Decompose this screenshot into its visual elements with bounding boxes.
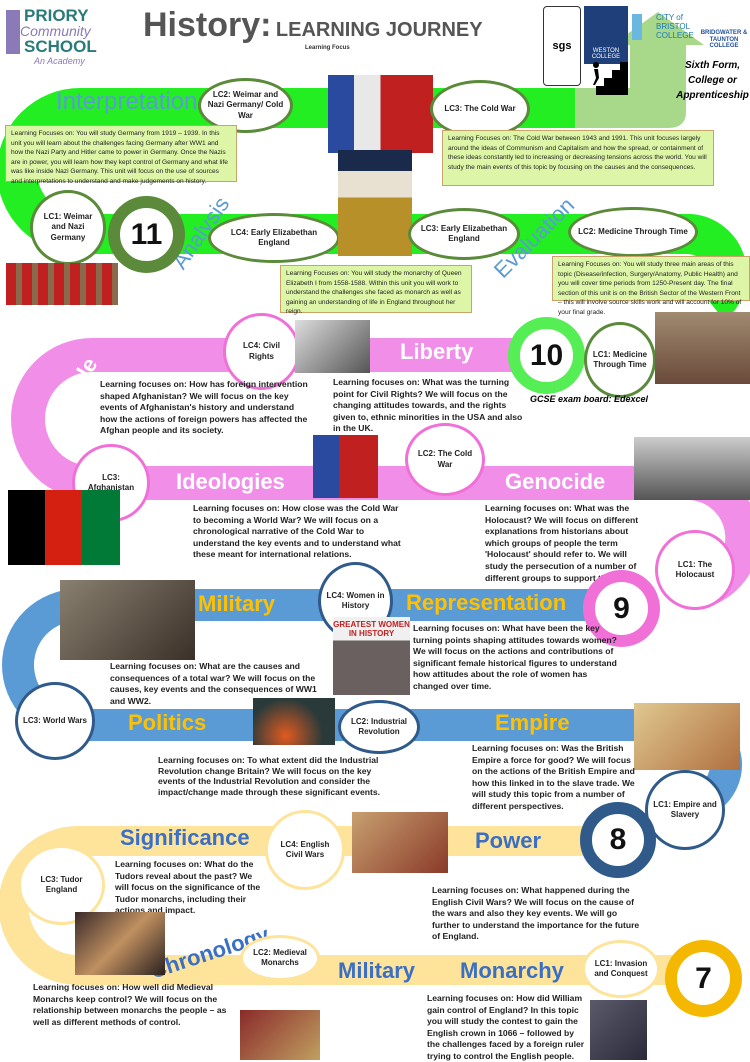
year-7-badge: 7	[665, 940, 742, 1017]
theme-empire: Empire	[495, 710, 570, 735]
page-title: History: LEARNING JOURNEY	[143, 6, 483, 45]
focus-industrial-revolution: Learning focuses on: To what extent did …	[158, 755, 381, 798]
nazi-rally-image	[6, 263, 118, 305]
focus-cold-war-y10: Learning focuses on: How close was the C…	[193, 503, 401, 560]
focus-box-medicine: Learning Focuses on: You will study thre…	[552, 256, 750, 316]
lesson-empire-slavery: LC1: Empire and Slavery	[645, 770, 725, 850]
lesson-medicine-through-time-1: LC1: Medicine Through Time	[584, 322, 656, 398]
school-logo-line3: SCHOOL	[24, 37, 97, 56]
industrial-revolution-image	[253, 698, 335, 745]
lesson-cold-war: LC3: The Cold War	[430, 80, 530, 138]
lesson-civil-rights: LC4: Civil Rights	[223, 313, 300, 390]
focus-tudors: Learning focuses on: What do the Tudors …	[115, 859, 261, 916]
focus-world-wars: Learning focuses on: What are the causes…	[110, 661, 317, 706]
theme-ideologies: Ideologies	[176, 469, 285, 494]
greatest-women-image: GREATEST WOMEN IN HISTORY	[333, 617, 410, 695]
theme-significance: Significance	[120, 825, 250, 850]
school-logo-line1: PRIORY	[24, 6, 89, 25]
focus-afghanistan: Learning focuses on: How has foreign int…	[100, 379, 308, 436]
medieval-monarch-image	[240, 1010, 320, 1060]
lesson-early-elizabethan-4: LC4: Early Elizabethan England	[208, 213, 340, 263]
bridgwater-taunton-logo: BRIDGWATER & TAUNTON COLLEGE	[700, 30, 748, 50]
stairs-icon	[588, 60, 628, 95]
greatest-women-image-text: GREATEST WOMEN IN HISTORY	[333, 620, 410, 638]
theme-monarchy: Monarchy	[460, 958, 564, 983]
learning-focus-label: Learning Focus	[305, 45, 350, 51]
school-logo-line2: Community	[20, 23, 91, 39]
lesson-english-civil-wars: LC4: English Civil Wars	[265, 810, 345, 890]
theme-military-y9: Military	[198, 591, 276, 616]
destination-arrow	[575, 12, 704, 128]
lesson-medieval-monarchs: LC2: Medieval Monarchs	[240, 935, 320, 981]
school-logo: PRIORY Community SCHOOL An Academy	[6, 6, 97, 86]
title-history: History:	[143, 6, 272, 44]
weston-college-logo: WESTON COLLEGE	[584, 6, 628, 64]
focus-empire: Learning focuses on: Was the British Emp…	[472, 743, 635, 811]
lesson-medicine-through-time-2: LC2: Medicine Through Time	[568, 207, 698, 257]
theme-politics: Politics	[128, 710, 207, 735]
medicine-through-time-image	[655, 312, 750, 384]
focus-civil-rights: Learning focuses on: What was the turnin…	[333, 377, 523, 434]
city-of-bristol-logo: CITY of BRISTOL COLLEGE	[632, 13, 698, 41]
lesson-weimar-cold-war: LC2: Weimar and Nazi Germany/ Cold War	[198, 78, 293, 133]
elizabeth-portrait-image	[338, 150, 412, 256]
year-8-badge: 8	[580, 802, 656, 878]
school-logo-line4: An Academy	[34, 56, 85, 66]
lesson-tudor-england: LC3: Tudor England	[18, 845, 105, 925]
lesson-holocaust: LC1: The Holocaust	[655, 530, 735, 610]
cold-war-cartoon-image	[328, 75, 433, 153]
lesson-industrial-revolution: LC2: Industrial Revolution	[338, 700, 420, 754]
year-11-badge: 11	[108, 196, 185, 273]
lesson-early-elizabethan-3: LC3: Early Elizabethan England	[408, 208, 520, 260]
theme-representation: Representation	[406, 590, 567, 615]
cold-war-flags-image	[313, 435, 378, 498]
william-conqueror-image	[590, 1000, 647, 1060]
tudor-monarchs-image	[75, 912, 165, 975]
destination-text: Sixth Form, College or Apprenticeship	[676, 60, 749, 101]
theme-genocide: Genocide	[505, 469, 606, 494]
year-10-badge: 10	[508, 317, 585, 394]
focus-holocaust: Learning focuses on: What was the Holoca…	[485, 503, 639, 583]
ww1-image	[60, 580, 195, 660]
theme-interpretation: Interpretation	[56, 88, 198, 115]
lesson-weimar-nazi-germany: LC1: Weimar and Nazi Germany	[30, 190, 106, 265]
focus-box-cold-war: Learning Focuses on: The Cold War betwee…	[442, 130, 714, 186]
theme-power: Power	[475, 828, 542, 853]
focus-invasion: Learning focuses on: How did William gai…	[427, 993, 585, 1061]
civil-rights-image	[295, 320, 370, 373]
afghanistan-flag-image	[8, 490, 120, 565]
lesson-invasion-conquest: LC1: Invasion and Conquest	[582, 940, 660, 998]
theme-military-y8: Military	[338, 958, 416, 983]
empire-poster-image	[634, 703, 740, 770]
focus-box-germany: Learning Focuses on: You will study Germ…	[5, 125, 237, 185]
exam-board: GCSE exam board: Edexcel	[530, 394, 649, 404]
auschwitz-image	[634, 437, 750, 500]
sgs-logo: sgs	[543, 6, 581, 86]
theme-liberty: Liberty	[400, 339, 474, 364]
focus-civil-wars: Learning focuses on: What happened durin…	[432, 885, 640, 942]
civil-war-image	[352, 812, 448, 873]
focus-women: Learning focuses on: What have been the …	[413, 623, 617, 691]
lesson-cold-war-y10: LC2: The Cold War	[405, 423, 485, 496]
focus-medieval: Learning focuses on: How well did Mediev…	[33, 982, 227, 1027]
lesson-world-wars: LC3: World Wars	[15, 682, 95, 760]
focus-box-elizabeth: Learning Focuses on: You will study the …	[280, 265, 472, 315]
title-learning-journey: LEARNING JOURNEY	[275, 19, 483, 41]
